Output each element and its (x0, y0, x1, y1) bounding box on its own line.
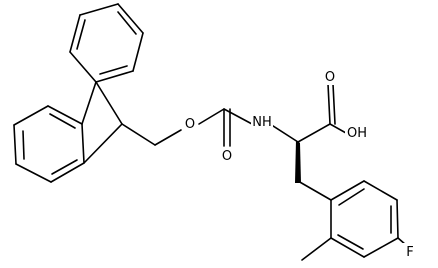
fluorene-five-ring (81, 81, 123, 164)
fmoc-linker (121, 123, 182, 146)
atom-labels: O O NH O OH F (182, 68, 416, 260)
stereo-wedge-bond (295, 140, 301, 183)
oxygen-carbonyl-label: O (222, 149, 232, 164)
oxygen-ether-label: O (185, 117, 195, 132)
substituents (301, 237, 407, 261)
benzyl-bond (297, 180, 332, 201)
hydroxyl-label: OH (347, 126, 367, 141)
fluorene-upper-ring (69, 3, 144, 83)
nh-label: NH (252, 115, 272, 130)
fluorene-left-ring (13, 105, 85, 183)
fluorine-label: F (406, 245, 413, 260)
oxygen-acid-carbonyl-label: O (325, 70, 335, 85)
aryl-ring (330, 180, 399, 258)
carbamate-group (198, 108, 253, 147)
amino-acid-backbone (269, 83, 347, 183)
